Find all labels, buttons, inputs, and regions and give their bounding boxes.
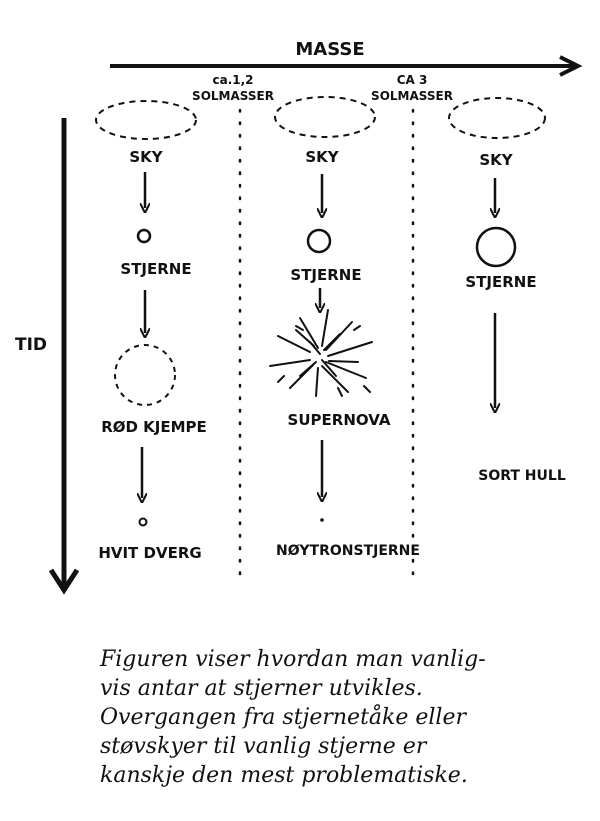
col3-stage-sky: SKY — [479, 151, 513, 169]
caption-line: vis antar at stjerner utvikles. — [100, 676, 423, 701]
col1-stage-sky: SKY — [129, 148, 163, 166]
threshold-2-unit: SOLMASSER — [371, 89, 453, 103]
caption-line: Figuren viser hvordan man vanlig- — [100, 647, 486, 672]
col2-stage-sky: SKY — [305, 148, 339, 166]
col3-stage-black-hole: SORT HULL — [478, 468, 566, 484]
col2-stage-star: STJERNE — [290, 266, 361, 284]
cloud-icon-3 — [448, 97, 546, 139]
star-icon-2 — [306, 228, 332, 254]
mass-axis-label: MASSE — [295, 39, 364, 60]
col2-stage-neutron-star: NØYTRONSTJERNE — [276, 543, 420, 559]
mass-axis-arrowhead — [559, 55, 583, 77]
col1-stage-white-dwarf: HVIT DVERG — [98, 544, 201, 562]
col3-stage-star: STJERNE — [465, 273, 536, 291]
caption-line: støvskyer til vanlig stjerne er — [100, 734, 427, 759]
threshold-2-value: CA 3 — [397, 73, 428, 87]
caption-line: Overgangen fra stjernetåke eller — [100, 705, 467, 730]
figure-caption: Figuren viser hvordan man vanlig- vis an… — [100, 645, 570, 790]
col1-stage-star: STJERNE — [120, 260, 191, 278]
cloud-icon-2 — [274, 96, 376, 138]
threshold-1-unit: SOLMASSER — [192, 89, 274, 103]
neutron-star-icon — [320, 518, 324, 522]
red-giant-icon — [114, 344, 176, 406]
col1-stage-red-giant: RØD KJEMPE — [101, 418, 207, 436]
supernova-icon — [269, 309, 373, 397]
time-axis-label: TID — [15, 335, 47, 355]
col2-stage-supernova: SUPERNOVA — [288, 411, 391, 429]
time-axis-arrowhead — [48, 568, 80, 595]
caption-line: kanskje den mest problematiske. — [100, 763, 468, 788]
star-icon-3 — [475, 226, 517, 268]
cloud-icon-1 — [95, 100, 197, 140]
threshold-1-value: ca.1,2 — [212, 73, 253, 87]
star-icon-1 — [136, 228, 152, 244]
white-dwarf-icon — [138, 517, 148, 527]
